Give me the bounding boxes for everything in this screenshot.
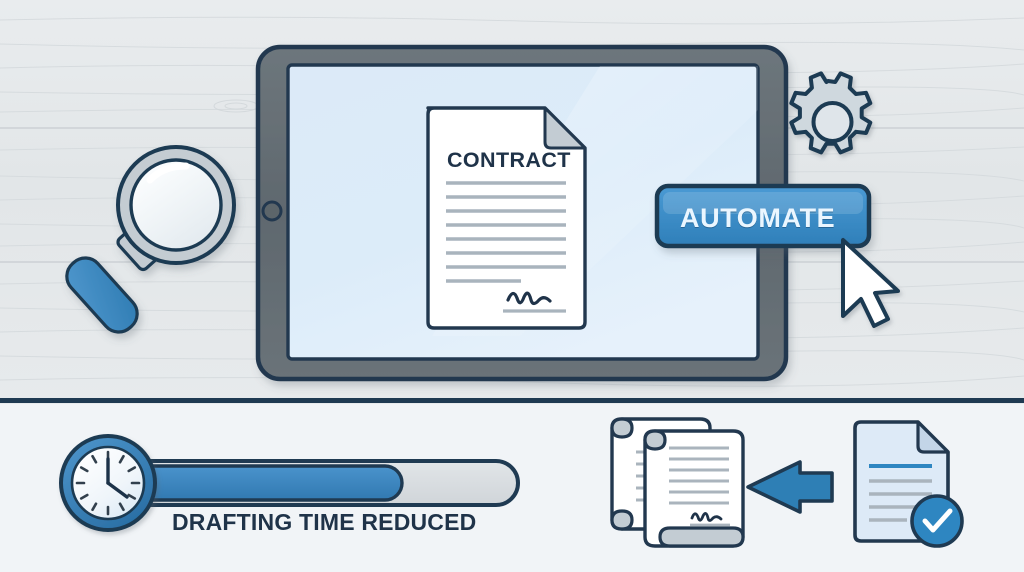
- contract-document: [426, 106, 587, 330]
- drafting-time-label: DRAFTING TIME REDUCED: [172, 509, 477, 535]
- mouse-pointer-icon: [841, 238, 900, 328]
- magnifying-glass-icon: [65, 145, 236, 334]
- check-circle-icon: [910, 494, 964, 548]
- home-button: [261, 200, 283, 222]
- clock-icon: [59, 434, 157, 532]
- progress-bar: [116, 459, 520, 507]
- gear-icon: [789, 71, 873, 155]
- signature-mark: [506, 291, 552, 306]
- automate-button-label[interactable]: AUTOMATE: [680, 203, 836, 233]
- arrow-right-icon: [746, 460, 834, 514]
- approved-document-icon: [853, 420, 964, 548]
- scroll-document-front: [643, 429, 745, 548]
- page-fold-corner: [916, 420, 950, 454]
- stacked-scroll-documents-icon: [610, 417, 745, 548]
- page-fold-corner: [543, 106, 587, 150]
- contract-title: CONTRACT: [447, 148, 571, 172]
- document-text-lines: [446, 181, 566, 283]
